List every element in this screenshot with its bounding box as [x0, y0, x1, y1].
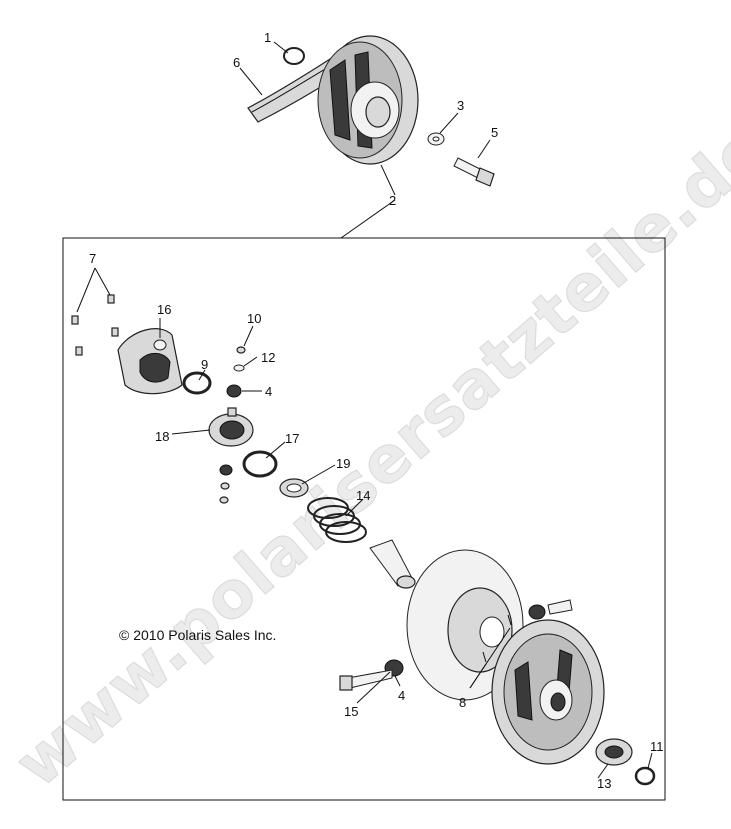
callout-6: 6 — [233, 55, 240, 70]
callout-4-upper: 4 — [265, 384, 272, 399]
bolt-part-5 — [453, 157, 495, 187]
watermark-text: www.polarisersatzteile.de — [2, 111, 731, 802]
callout-11: 11 — [650, 739, 664, 754]
shaft-sleeve — [369, 539, 416, 589]
fixed-sheave — [491, 619, 605, 765]
oring-part-1 — [283, 47, 305, 65]
callout-18: 18 — [155, 429, 169, 444]
bolt-part-15 — [339, 669, 393, 691]
spider-part-18 — [208, 407, 254, 504]
callout-7: 7 — [89, 251, 96, 266]
callout-17: 17 — [285, 431, 299, 446]
cover-part-16 — [117, 328, 183, 395]
spring-part-14 — [307, 497, 367, 543]
screws-part-7 — [71, 294, 119, 356]
callout-12: 12 — [261, 350, 275, 365]
callout-8: 8 — [459, 695, 466, 710]
leader-lines — [76, 41, 653, 779]
ring-part-11 — [634, 766, 656, 786]
callout-1: 1 — [264, 30, 271, 45]
callout-19: 19 — [336, 456, 350, 471]
callout-14: 14 — [356, 488, 370, 503]
bracket-part-17 — [242, 450, 278, 478]
callout-3: 3 — [457, 98, 464, 113]
clutch-assembly-part-2 — [317, 35, 419, 165]
callout-5: 5 — [491, 125, 498, 140]
callout-16: 16 — [157, 302, 171, 317]
ring-part-9 — [182, 371, 212, 395]
small-bolt-top-right — [528, 599, 573, 620]
assembly-frame — [62, 237, 666, 801]
copyright-text: © 2010 Polaris Sales Inc. — [119, 627, 276, 643]
washer-part-3 — [427, 132, 445, 146]
sheave-disc — [406, 549, 524, 701]
bushing-part-19 — [279, 478, 309, 498]
callout-4-lower: 4 — [398, 688, 405, 703]
pins-part-8 — [482, 614, 512, 663]
callout-10: 10 — [247, 311, 261, 326]
callout-9: 9 — [201, 357, 208, 372]
bearing-part-13 — [595, 738, 633, 766]
small-parts-10-12-4 — [226, 346, 246, 398]
callout-15: 15 — [344, 704, 358, 719]
callout-2: 2 — [389, 193, 396, 208]
callout-13: 13 — [597, 776, 611, 791]
